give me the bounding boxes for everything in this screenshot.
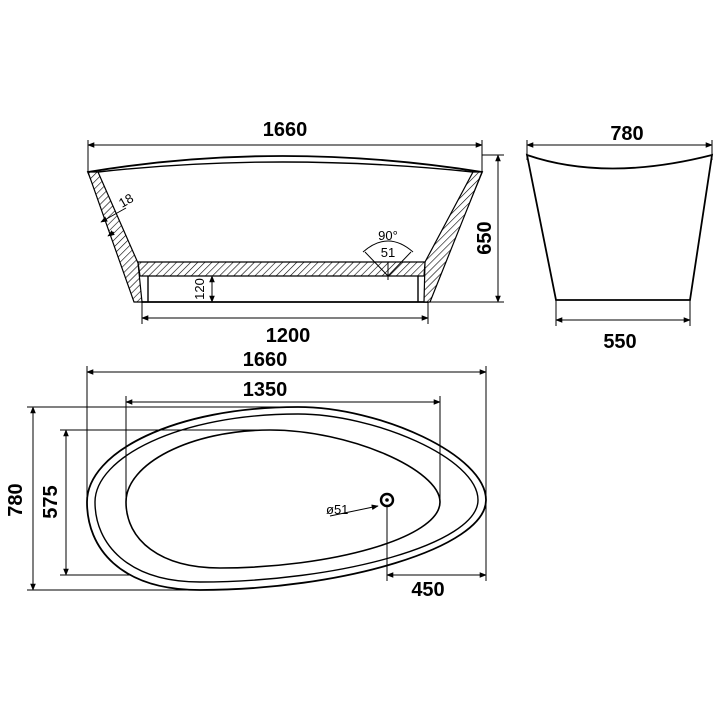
end-view-outline [525,153,714,301]
top-view-inner-basin [125,429,441,569]
side-view-base [147,276,419,302]
wall-thickness-leader-2 [107,230,115,237]
side-view-bottom-section [137,261,426,277]
drain-diameter-top-label: ø51 [326,502,348,517]
drain-offset-label: 450 [411,579,444,601]
base-height-label: 120 [192,278,207,300]
end-top-width-label: 780 [610,123,643,145]
side-length-label: 1660 [263,119,308,141]
top-length-label: 1660 [243,349,288,371]
top-view-rim-line [94,413,479,583]
side-height-label: 650 [474,221,496,254]
drain-angle-left-ray [364,251,389,277]
drain-angle-label: 90° [378,228,398,243]
drain-diameter-label: 51 [381,245,395,260]
top-inner-width-label: 575 [40,485,62,518]
drain-angle-arc [362,240,414,253]
end-bottom-width-label: 550 [603,331,636,353]
wall-thickness-label: 18 [116,190,136,210]
side-view-left-wall-section [87,171,143,303]
top-inner-length-label: 1350 [243,379,288,401]
wall-thickness-leader [100,207,127,223]
side-view-inner-rim [97,161,474,173]
top-view: ø51 1660 1350 780 575 450 [5,349,487,601]
side-view-right-wall-section [423,171,483,303]
top-width-label: 780 [5,483,27,516]
side-view: 1660 1200 650 18 120 90° 51 [86,119,504,347]
end-view: 780 550 [525,123,714,353]
top-view-outer-rim [86,406,487,591]
side-base-label: 1200 [266,325,311,347]
drain-hole-centre [385,498,389,502]
side-view-outline [86,155,484,303]
drain-leader [329,504,379,517]
drain-angle-right-ray [387,251,412,277]
